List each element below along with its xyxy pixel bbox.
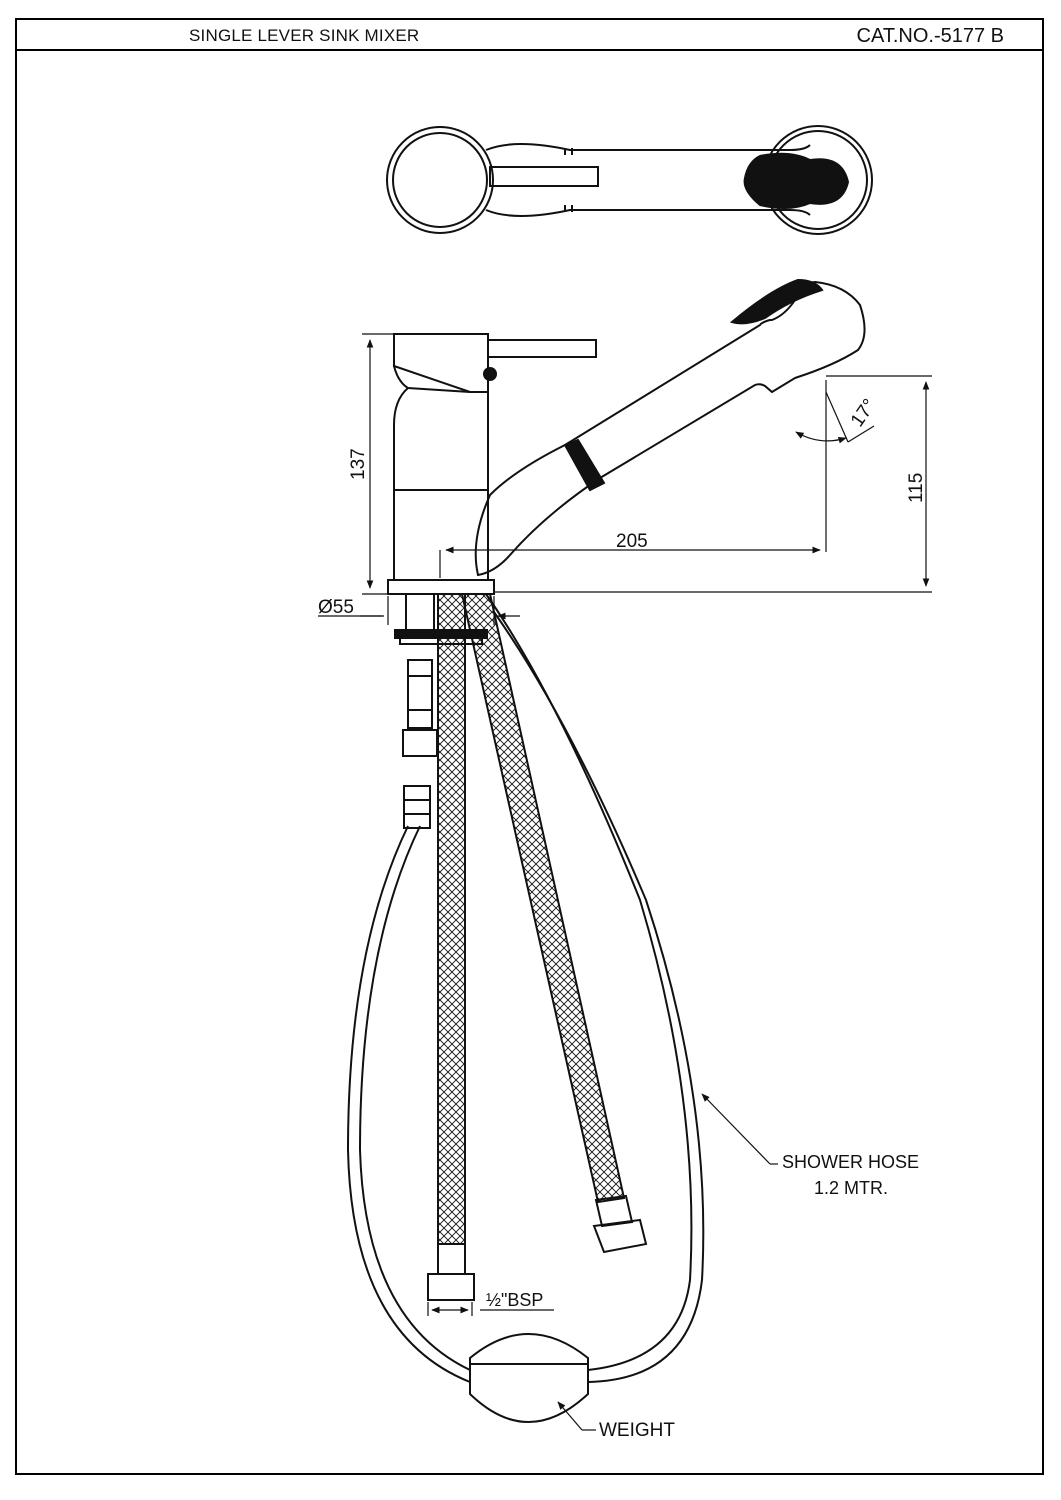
dimension-lines xyxy=(318,333,932,1431)
dim-height-137: 137 xyxy=(348,448,369,480)
title-bar: SINGLE LEVER SINK MIXER CAT.NO.-5177 B xyxy=(17,20,1042,51)
label-shower-hose-length: 1.2 MTR. xyxy=(814,1178,888,1198)
under-counter-assembly xyxy=(346,593,705,1423)
drawing-sheet: SINGLE LEVER SINK MIXER CAT.NO.-5177 B xyxy=(15,18,1044,1475)
drawing-title: SINGLE LEVER SINK MIXER xyxy=(189,26,420,45)
label-weight: WEIGHT xyxy=(599,1420,675,1441)
dim-connection-bsp: ½"BSP xyxy=(486,1290,543,1310)
dim-spray-angle: 17° xyxy=(847,395,881,431)
dim-reach-205: 205 xyxy=(616,531,648,552)
spray-head-top-icon xyxy=(743,152,850,209)
label-shower-hose: SHOWER HOSE xyxy=(782,1152,919,1172)
top-view xyxy=(386,125,873,235)
dim-spout-height-115: 115 xyxy=(906,473,927,503)
weight-icon xyxy=(469,1333,589,1423)
dimension-text: 137 115 205 Ø55 17° ½"BSP SHOWER HOSE 1.… xyxy=(318,395,927,1441)
dim-base-diameter: Ø55 xyxy=(318,597,354,618)
catalog-number: CAT.NO.-5177 B xyxy=(856,25,1004,47)
faucet-side-view xyxy=(387,278,866,595)
